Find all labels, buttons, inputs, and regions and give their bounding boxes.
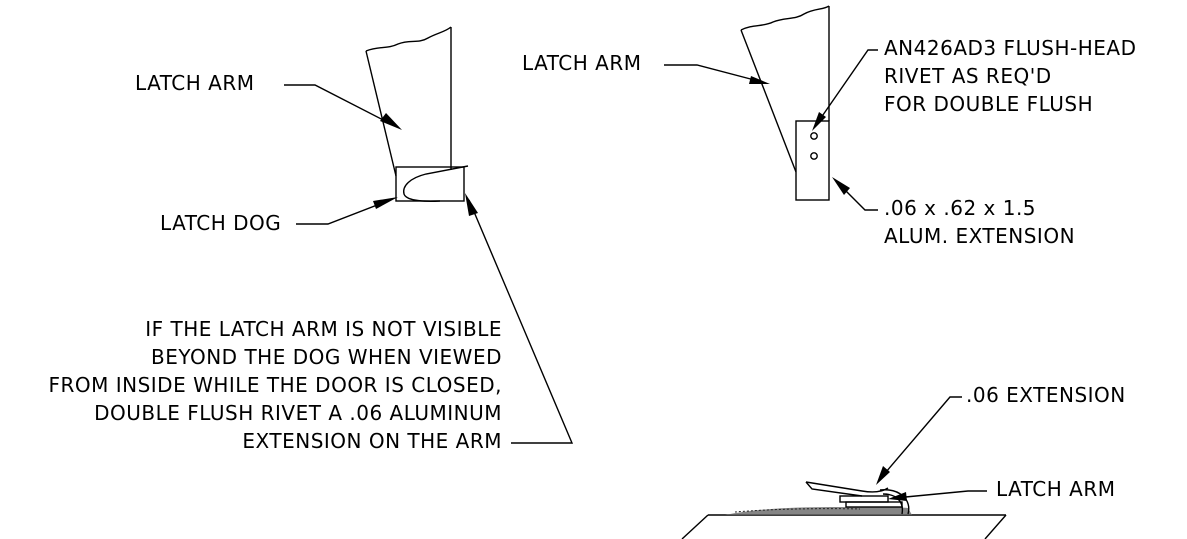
- rivet-line: AN426AD3 FLUSH-HEAD: [884, 36, 1136, 60]
- extension-line: ALUM. EXTENSION: [884, 224, 1075, 248]
- extension-callout: .06 x .62 x 1.5 ALUM. EXTENSION: [884, 196, 1075, 248]
- latch-dog-leader: [296, 197, 398, 225]
- rivet-line: RIVET AS REQ'D: [884, 64, 1052, 88]
- latch-arm-label-right: LATCH ARM: [522, 51, 641, 75]
- latch-arm-leader-left: [284, 84, 402, 130]
- extension-line: .06 x .62 x 1.5: [884, 196, 1036, 220]
- latch-arm-label-left: LATCH ARM: [135, 71, 254, 95]
- rivet-line: FOR DOUBLE FLUSH: [884, 92, 1093, 116]
- note-leader: [465, 193, 574, 444]
- right-latch-arm-shape: [740, 5, 830, 173]
- note-line: DOUBLE FLUSH RIVET A .06 ALUMINUM: [94, 401, 502, 425]
- aluminum-extension-shape: [795, 120, 830, 201]
- latch-arm-leader-right: [664, 64, 770, 84]
- note-text-block: IF THE LATCH ARM IS NOT VISIBLE BEYOND T…: [48, 317, 502, 453]
- left-latch-arm-shape: [365, 26, 452, 177]
- latch-arm-label-bottom: LATCH ARM: [996, 477, 1115, 501]
- note-line: EXTENSION ON THE ARM: [242, 429, 502, 453]
- note-line: FROM INSIDE WHILE THE DOOR IS CLOSED,: [48, 373, 502, 397]
- side-view-shape: [681, 481, 1007, 539]
- latch-arm-leader-bottom: [888, 490, 987, 501]
- extension-leader: [832, 177, 878, 211]
- latch-dog-label: LATCH DOG: [160, 211, 281, 235]
- note-line: BEYOND THE DOG WHEN VIEWED: [151, 345, 502, 369]
- small-extension-leader: [876, 396, 962, 485]
- rivet-leader: [812, 49, 878, 131]
- small-extension-label: .06 EXTENSION: [966, 383, 1126, 407]
- rivet-callout: AN426AD3 FLUSH-HEAD RIVET AS REQ'D FOR D…: [884, 36, 1136, 116]
- note-line: IF THE LATCH ARM IS NOT VISIBLE: [145, 317, 502, 341]
- left-latch-dog-shape: [395, 165, 469, 202]
